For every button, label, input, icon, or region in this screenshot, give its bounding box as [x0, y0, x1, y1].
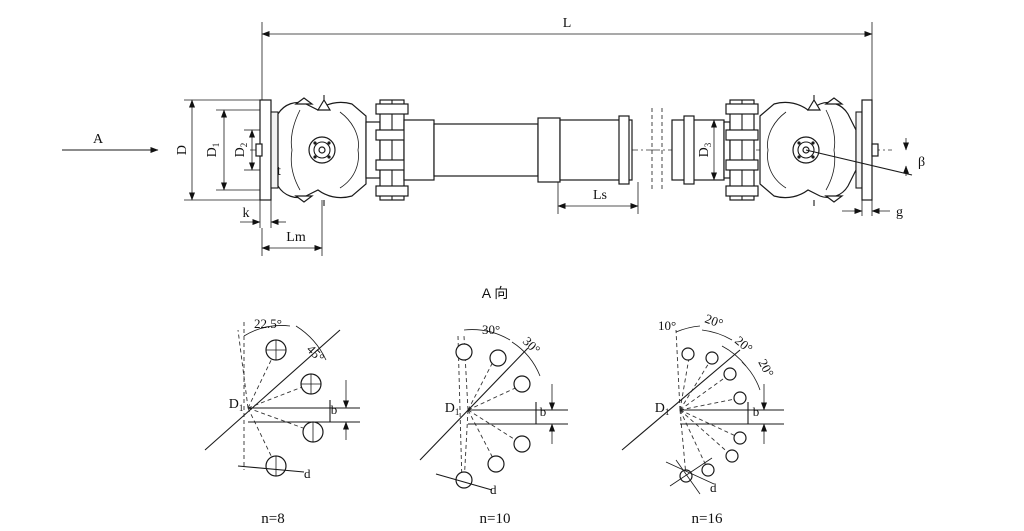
dimension-beta: β: [805, 138, 925, 176]
label-D2: D2: [233, 143, 249, 158]
label-k: k: [243, 206, 250, 221]
left-flange: [255, 99, 279, 201]
n16-angle-1: 10°: [658, 318, 676, 333]
n16-angle-3: 20°: [732, 333, 756, 356]
shaft-assembly-view: L A: [62, 16, 925, 256]
label-Ls: Ls: [593, 188, 607, 203]
bolt-pattern-n16: b D1 d 10° 20° 20° 20° n=16: [621, 311, 784, 527]
n8-caption: n=8: [261, 511, 284, 527]
n10-caption: n=10: [480, 511, 511, 527]
n16-angle-4: 20°: [755, 356, 777, 379]
n10-label-b: b: [540, 404, 547, 419]
label-Lm: Lm: [286, 230, 306, 245]
bolt-pattern-n10: b D1 d 30° 30° n=10: [419, 322, 568, 527]
dimension-D1: D1: [205, 109, 260, 191]
view-arrow-A: A: [62, 132, 159, 153]
n8-angle-1: 22.5°: [254, 316, 282, 331]
label-D: D: [175, 145, 190, 155]
n16-label-D1: D1: [655, 401, 670, 417]
n8-label-d: d: [304, 466, 311, 481]
n10-label-D1: D1: [445, 401, 460, 417]
right-bolted-flange: [723, 99, 759, 201]
section-heading: A 向: [482, 285, 508, 301]
dimension-g: g: [842, 200, 903, 220]
left-yoke: [277, 95, 367, 206]
right-end-flange: [855, 99, 879, 201]
n8-label-b: b: [331, 402, 338, 417]
label-beta: β: [918, 155, 925, 170]
n16-label-d: d: [710, 480, 717, 495]
label-D1: D1: [205, 143, 221, 158]
dimension-Lm: Lm: [261, 200, 323, 256]
dimension-D2: D2: [233, 129, 260, 171]
label-g: g: [896, 205, 903, 220]
n16-angle-2: 20°: [703, 311, 725, 331]
dimension-L: L: [261, 16, 873, 110]
n16-caption: n=16: [692, 511, 723, 527]
n10-angle-1: 30°: [482, 322, 500, 337]
left-bolted-flange: [365, 99, 435, 201]
label-view-A: A: [93, 132, 104, 147]
dimension-k: k: [240, 200, 286, 228]
bolt-pattern-n8: b D1 d 22.5° 45° n=8: [204, 316, 360, 527]
dimension-D3: D3: [697, 119, 717, 181]
n8-label-D1: D1: [229, 397, 244, 413]
n10-label-d: d: [490, 482, 497, 497]
label-D3: D3: [697, 142, 713, 157]
shaft-tube: [433, 108, 725, 192]
dimension-Ls: Ls: [557, 182, 639, 214]
label-L: L: [563, 16, 572, 31]
label-t: t: [277, 164, 281, 179]
dimension-D: D: [175, 99, 260, 201]
n16-label-b: b: [753, 404, 760, 419]
